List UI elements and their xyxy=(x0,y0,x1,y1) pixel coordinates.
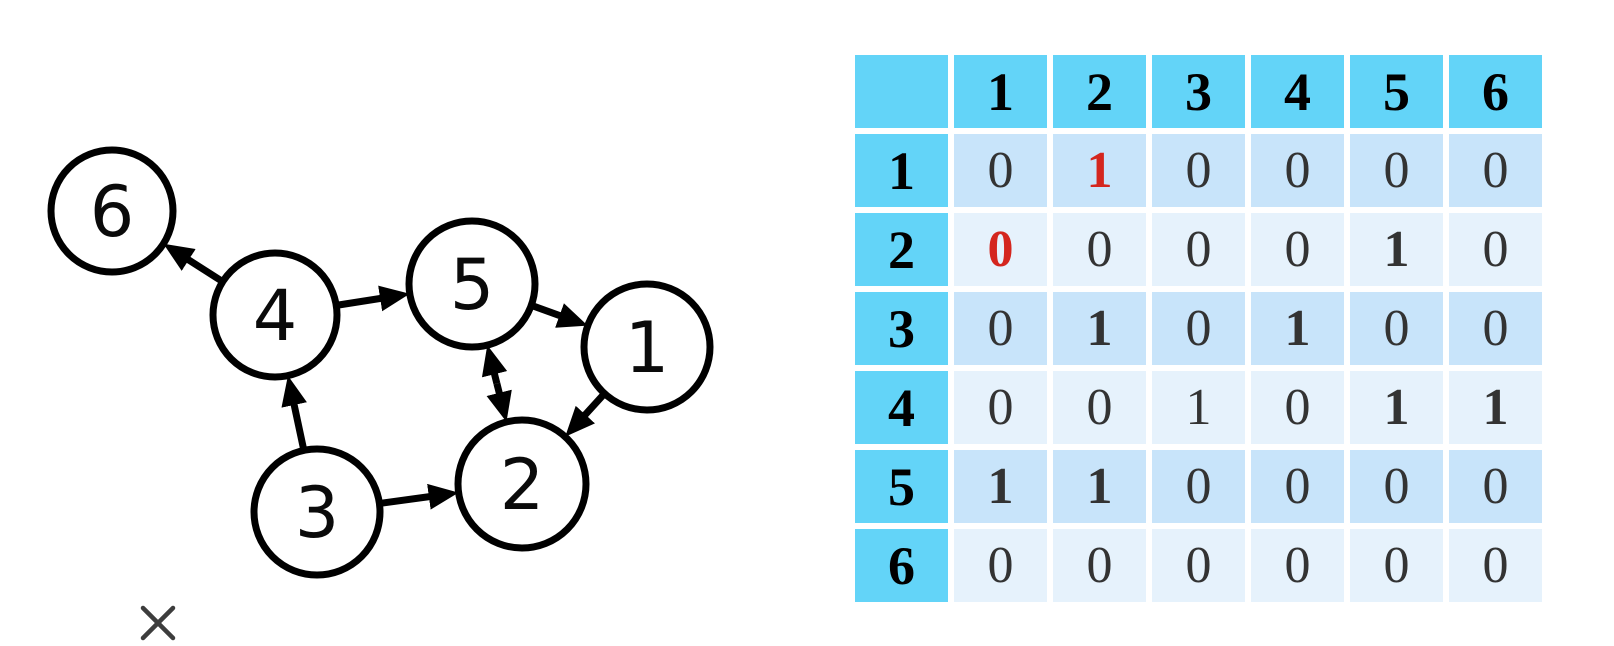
matrix-cell-2-6: 0 xyxy=(1449,213,1542,286)
matrix-row-header-1: 1 xyxy=(855,134,948,207)
matrix-cell-6-2: 0 xyxy=(1053,529,1146,602)
matrix-cell-1-4: 0 xyxy=(1251,134,1344,207)
matrix-corner-cell xyxy=(855,55,948,128)
matrix-cell-5-6: 0 xyxy=(1449,450,1542,523)
matrix-col-header-4: 4 xyxy=(1251,55,1344,128)
graph-node-label: 2 xyxy=(500,444,545,526)
x-mark xyxy=(140,605,176,641)
matrix-cell-4-6: 1 xyxy=(1449,371,1542,444)
matrix-cell-5-2: 1 xyxy=(1053,450,1146,523)
matrix-cell-1-6: 0 xyxy=(1449,134,1542,207)
graph-edge-4-5 xyxy=(335,285,410,312)
graph-node-label: 3 xyxy=(295,472,340,554)
matrix-cell-4-3: 1 xyxy=(1152,371,1245,444)
matrix-cell-4-1: 0 xyxy=(954,371,1047,444)
matrix-row-header-4: 4 xyxy=(855,371,948,444)
matrix-cell-2-2: 0 xyxy=(1053,213,1146,286)
graph-node-2: 2 xyxy=(454,416,590,552)
matrix-row-header-2: 2 xyxy=(855,213,948,286)
matrix-cell-5-1: 1 xyxy=(954,450,1047,523)
matrix-cell-2-4: 0 xyxy=(1251,213,1344,286)
matrix-cell-6-4: 0 xyxy=(1251,529,1344,602)
graph-node-4: 4 xyxy=(209,249,341,381)
matrix-cell-1-2: 1 xyxy=(1053,134,1146,207)
graph-node-label: 4 xyxy=(253,275,298,357)
matrix-cell-1-5: 0 xyxy=(1350,134,1443,207)
matrix-cell-3-4: 1 xyxy=(1251,292,1344,365)
matrix-cell-1-3: 0 xyxy=(1152,134,1245,207)
matrix-cell-6-1: 0 xyxy=(954,529,1047,602)
matrix-cell-4-2: 0 xyxy=(1053,371,1146,444)
matrix-row-header-3: 3 xyxy=(855,292,948,365)
graph-edge-5-2 xyxy=(481,345,512,422)
matrix-col-header-1: 1 xyxy=(954,55,1047,128)
graph-canvas: 6 4 5 12 3 xyxy=(47,146,714,641)
matrix-col-header-6: 6 xyxy=(1449,55,1542,128)
matrix-cell-6-6: 0 xyxy=(1449,529,1542,602)
matrix-cell-2-3: 0 xyxy=(1152,213,1245,286)
matrix-cell-2-5: 1 xyxy=(1350,213,1443,286)
matrix-cell-1-1: 0 xyxy=(954,134,1047,207)
graph-edge-3-4 xyxy=(281,375,308,452)
matrix-cell-3-6: 0 xyxy=(1449,292,1542,365)
graph-node-label: 1 xyxy=(625,307,670,389)
graph-node-5: 5 xyxy=(405,217,539,351)
graph-edge-4-6 xyxy=(163,243,225,285)
matrix-cell-3-1: 0 xyxy=(954,292,1047,365)
matrix-cell-5-5: 0 xyxy=(1350,450,1443,523)
graph-node-3: 3 xyxy=(250,445,384,579)
graph-edge-1-2 xyxy=(565,391,608,437)
graph-node-label: 5 xyxy=(450,244,495,326)
matrix-cell-5-3: 0 xyxy=(1152,450,1245,523)
matrix-row-header-5: 5 xyxy=(855,450,948,523)
matrix-cell-6-3: 0 xyxy=(1152,529,1245,602)
matrix-cell-5-4: 0 xyxy=(1251,450,1344,523)
graph-node-1: 1 xyxy=(580,280,714,414)
matrix-col-header-5: 5 xyxy=(1350,55,1443,128)
graph-edge-3-2 xyxy=(378,483,459,510)
matrix-col-header-2: 2 xyxy=(1053,55,1146,128)
graph-node-label: 6 xyxy=(90,171,135,253)
matrix-cell-3-3: 0 xyxy=(1152,292,1245,365)
matrix-cell-4-4: 0 xyxy=(1251,371,1344,444)
matrix-cell-2-1: 0 xyxy=(954,213,1047,286)
graph-edge-5-1 xyxy=(530,302,588,328)
matrix-cell-4-5: 1 xyxy=(1350,371,1443,444)
matrix-cell-3-2: 1 xyxy=(1053,292,1146,365)
matrix-col-header-3: 3 xyxy=(1152,55,1245,128)
matrix-cell-6-5: 0 xyxy=(1350,529,1443,602)
graph-node-6: 6 xyxy=(47,146,177,276)
matrix-row-header-6: 6 xyxy=(855,529,948,602)
matrix-cell-3-5: 0 xyxy=(1350,292,1443,365)
